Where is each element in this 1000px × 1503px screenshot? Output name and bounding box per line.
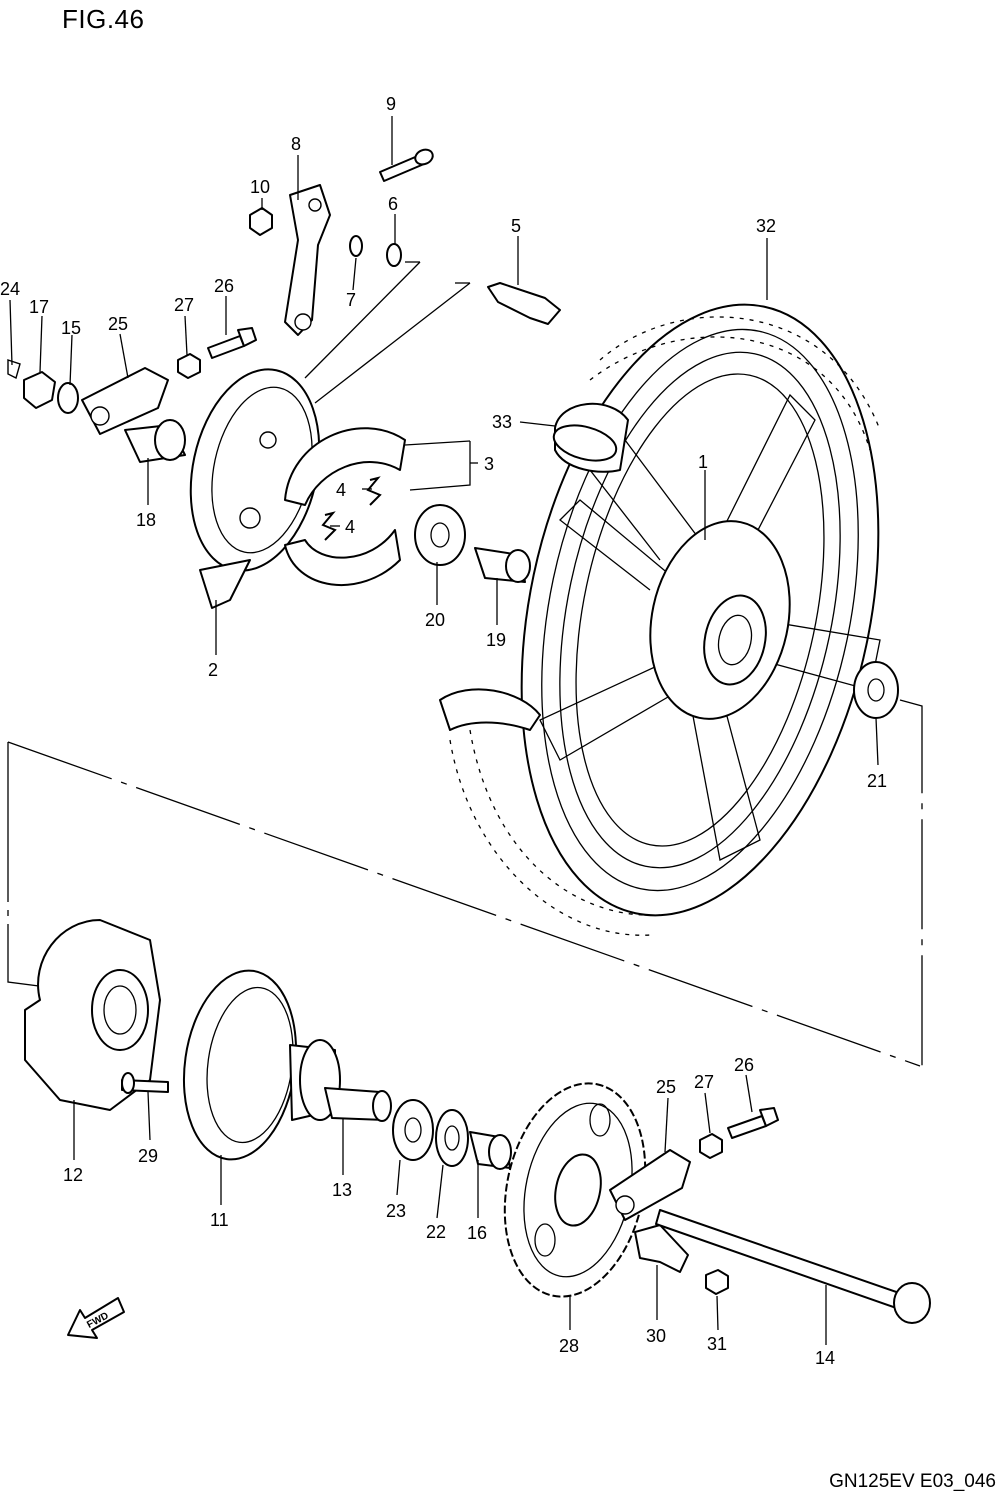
callout-32: 32 [756,216,776,236]
callout-20: 20 [425,610,445,630]
callout-25b: 25 [656,1077,676,1097]
callout-27a: 27 [174,295,194,315]
chain-adjuster-25 [81,367,169,435]
stud-29 [121,1072,169,1094]
callout-29: 29 [138,1146,158,1166]
bearing-21 [853,661,899,719]
washer-7 [349,235,363,257]
callout-17: 17 [29,297,49,317]
callout-9: 9 [386,94,396,114]
washer-15 [57,382,79,414]
nut-10 [249,207,273,236]
callout-27b: 27 [694,1072,714,1092]
sprocket-drum [182,969,341,1161]
cush-rubber [24,919,161,1111]
callout-31: 31 [707,1334,727,1354]
fwd-label: FWD [85,1310,110,1330]
callout-21: 21 [867,771,887,791]
bearing-20 [414,504,466,566]
callout-10: 10 [250,177,270,197]
callout-12: 12 [63,1165,83,1185]
callout-33: 33 [492,412,512,432]
callout-19: 19 [486,630,506,650]
callout-13: 13 [332,1180,352,1200]
nut-27-right [699,1133,723,1159]
nut-27 [177,353,201,379]
nut-17 [23,371,56,409]
diagram-code: GN125EV E03_046 [829,1471,996,1492]
oil-seal-22 [435,1109,469,1167]
bushing-13 [324,1087,392,1122]
spacer-18 [124,419,186,463]
bearing-23 [392,1099,434,1161]
nut-31 [705,1269,729,1295]
callout-16: 16 [467,1223,487,1243]
cotter-pin-24 [7,359,21,380]
callout-15: 15 [61,318,81,338]
callout-4b: 4 [345,517,355,537]
bolt-9 [379,148,434,182]
callout-14: 14 [815,1348,835,1368]
axle-14 [655,1209,931,1324]
callout-30: 30 [646,1326,666,1346]
spacer-19 [474,547,531,583]
leader-lines [9,116,879,1345]
callout-3: 3 [484,454,494,474]
fwd-arrow-icon: FWD [67,1297,125,1339]
wheel-assembly [439,303,881,936]
bolt-26 [207,327,257,359]
callout-6: 6 [388,194,398,214]
figure-title: FIG.46 [62,4,145,34]
callout-2: 2 [208,660,218,680]
callout-24: 24 [0,279,20,299]
callout-1: 1 [698,452,708,472]
bolt-26-right [727,1107,779,1139]
spacer-16 [469,1131,512,1170]
callout-18: 18 [136,510,156,530]
chain-adjuster-25-right [609,1149,691,1221]
washer-6 [386,243,402,267]
callout-8: 8 [291,134,301,154]
cam-lever [284,184,331,336]
callout-4a: 4 [336,480,346,500]
callout-numbers: 1 2 3 4 4 5 6 7 8 9 10 11 12 13 14 15 16… [0,94,887,1368]
callout-23: 23 [386,1201,406,1221]
callout-7: 7 [346,290,356,310]
brake-shoes [284,427,406,586]
callout-26b: 26 [734,1055,754,1075]
callout-5: 5 [511,216,521,236]
callout-26a: 26 [214,276,234,296]
callout-22: 22 [426,1222,446,1242]
callout-28: 28 [559,1336,579,1356]
valve [487,282,561,325]
callout-11: 11 [210,1210,229,1230]
rear-sprocket [503,1082,647,1298]
callout-25a: 25 [108,314,128,334]
